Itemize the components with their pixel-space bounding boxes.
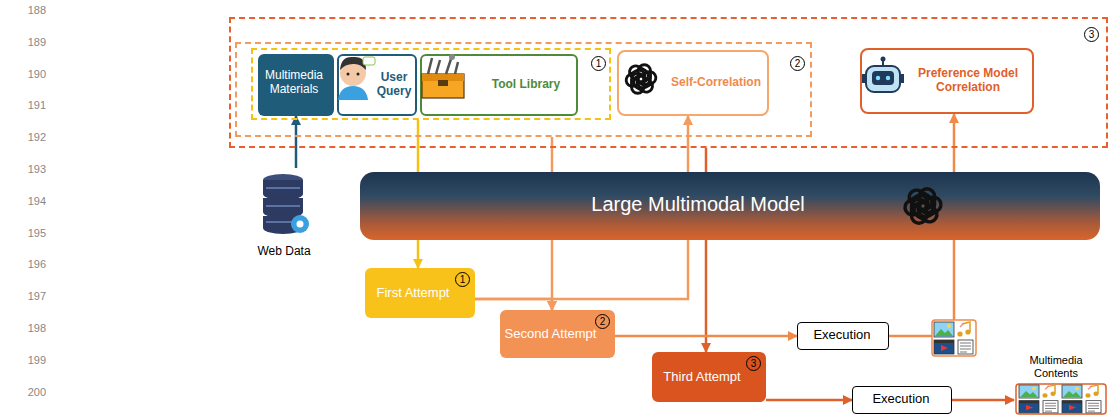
- node-label: Self-Correlation: [671, 76, 761, 90]
- text-area: Second Attempt: [500, 314, 601, 354]
- attempt-box: Second Attempt2: [500, 310, 615, 358]
- node-label: First Attempt: [377, 286, 450, 301]
- line-number: 188: [6, 4, 46, 16]
- process-box: Self-Correlation: [617, 50, 769, 116]
- text-area: Tool Library: [480, 56, 572, 114]
- callout-number: 3: [1084, 27, 1099, 42]
- attempt-box: First Attempt 1: [365, 268, 475, 318]
- user-icon: [338, 57, 375, 100]
- model-bar: Large Multimodal Model: [360, 172, 1100, 240]
- text-area: User Query: [375, 56, 413, 114]
- flow-arrow: [295, 116, 298, 168]
- media-icon-frame: [932, 320, 976, 356]
- text-area: Third Attempt: [652, 356, 752, 398]
- media-icon: [1062, 385, 1101, 413]
- robot-icon: [862, 57, 904, 93]
- line-number: 189: [6, 36, 46, 48]
- text-area: Preference Model Correlation: [908, 50, 1028, 112]
- flow-arrow: [766, 399, 852, 402]
- text-area: Multimedia Materials: [260, 54, 328, 112]
- callout-number: 3: [746, 356, 761, 371]
- line-number: 190: [6, 68, 46, 80]
- logo-icon: [624, 64, 658, 95]
- input-box: User Query: [337, 54, 417, 116]
- text-area: Large Multimodal Model: [360, 172, 1036, 236]
- callout-number: 2: [790, 56, 805, 71]
- node-label: Multimedia Contents: [1008, 354, 1104, 379]
- node-label: Execution: [813, 328, 870, 343]
- line-number: 200: [6, 386, 46, 398]
- line-number: 197: [6, 290, 46, 302]
- database-icon: [263, 174, 309, 234]
- node-label: User Query: [375, 71, 413, 99]
- flow-arrow: [615, 335, 797, 338]
- node-label: Multimedia Materials: [260, 69, 328, 97]
- line-number: 194: [6, 195, 46, 207]
- text-area: Execution: [798, 323, 886, 347]
- line-number: 191: [6, 99, 46, 111]
- node-label: Web Data: [257, 245, 310, 259]
- node-label: Large Multimodal Model: [591, 193, 804, 216]
- flow-arrow: [952, 399, 1014, 402]
- line-number: 196: [6, 258, 46, 270]
- text-area: First Attempt: [365, 272, 461, 314]
- text-area: Web Data: [242, 244, 326, 260]
- line-number: 199: [6, 354, 46, 366]
- node-label: Execution: [872, 392, 929, 407]
- line-number: 198: [6, 322, 46, 334]
- node-label: Second Attempt: [505, 327, 597, 342]
- text-area: Execution: [853, 387, 949, 411]
- input-box: Tool Library: [420, 54, 578, 116]
- region-box: 2 1Multimedia Materials User Query Tool Lib…: [235, 42, 812, 137]
- media-icon-frame: [1016, 384, 1106, 414]
- text-area: Multimedia Contents: [1008, 354, 1104, 380]
- execution-box: Execution: [797, 322, 889, 350]
- callout-number: 2: [595, 314, 610, 329]
- region-box: 3 2 1Multimedia Materials User Query Tool Li…: [229, 17, 1108, 148]
- node-label: Third Attempt: [663, 370, 740, 385]
- node-label: Tool Library: [492, 78, 560, 92]
- attempt-box: Third Attempt 3: [652, 352, 766, 402]
- callout-number: 1: [591, 56, 606, 71]
- callout-number: 1: [455, 272, 470, 287]
- line-number: 192: [6, 131, 46, 143]
- execution-box: Execution: [852, 386, 952, 414]
- text-area: Self-Correlation: [669, 52, 763, 114]
- flow-arrow: [475, 299, 552, 310]
- input-box: Multimedia Materials: [258, 54, 334, 116]
- logo-icon: [902, 187, 943, 224]
- media-icon: [1019, 385, 1058, 413]
- data-source: Web Data: [248, 168, 324, 264]
- process-box: Preference Model Correlation: [860, 48, 1034, 114]
- media-icon: [934, 322, 973, 354]
- toolbox-icon: [422, 54, 464, 98]
- region-box: 1Multimedia Materials User Query Tool Libr…: [251, 48, 611, 120]
- output-label: Multimedia Contents: [1008, 352, 1108, 414]
- line-number: 193: [6, 163, 46, 175]
- line-number: 195: [6, 227, 46, 239]
- node-label: Preference Model Correlation: [908, 67, 1028, 95]
